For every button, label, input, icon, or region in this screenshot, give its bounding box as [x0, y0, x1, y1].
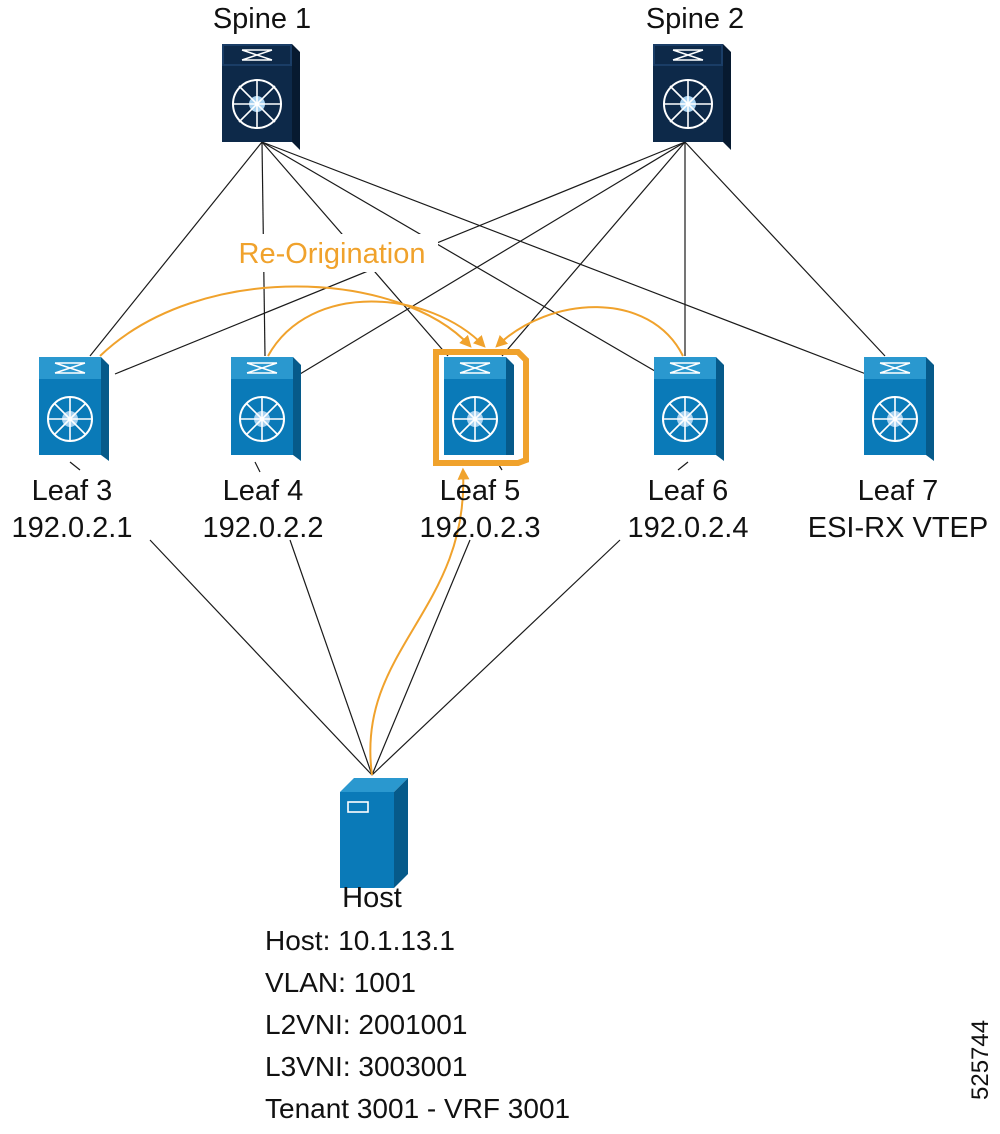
- arrow-host-to-leaf5: [369, 467, 470, 776]
- link-leaf3-tick: [69, 461, 81, 471]
- nexus-switch-icon: [231, 357, 301, 461]
- host-tenant-vrf: Tenant 3001 - VRF 3001: [265, 1093, 570, 1124]
- link-leaf3-host: [149, 539, 373, 776]
- leaf-4-ip: 192.0.2.2: [203, 512, 324, 544]
- leaf-6-ip: 192.0.2.4: [628, 512, 749, 544]
- spine-1-label: Spine 1: [213, 3, 311, 35]
- link-spine1-leaf7: [261, 141, 867, 375]
- leaf-7: Leaf 7 ESI-RX VTEP: [808, 357, 989, 544]
- leaf-5-label: Leaf 5: [440, 475, 521, 507]
- nexus-switch-icon: [654, 357, 724, 461]
- link-spine1-leaf6: [261, 141, 661, 375]
- link-leaf5-host: [371, 539, 471, 776]
- leaf-5-ip: 192.0.2.3: [420, 512, 541, 544]
- arrow-leaf6-to-leaf5: [495, 306, 684, 357]
- host-address: Host: 10.1.13.1: [265, 925, 455, 956]
- leaf-6: Leaf 6 192.0.2.4: [628, 357, 749, 544]
- host-label: Host: [342, 882, 402, 914]
- fabric-links: [89, 141, 886, 375]
- leaf-7-label: Leaf 7: [858, 475, 939, 507]
- nexus-switch-icon: [864, 357, 934, 461]
- server-icon: [340, 778, 408, 888]
- nexus-switch-icon: [39, 357, 109, 461]
- host-l2vni: L2VNI: 2001001: [265, 1009, 467, 1040]
- link-leaf6-tick: [677, 461, 689, 471]
- leaf-3-ip: 192.0.2.1: [12, 512, 133, 544]
- leaf-7-role: ESI-RX VTEP: [808, 512, 989, 544]
- link-spine2-leaf7: [684, 141, 886, 357]
- leaf-4: Leaf 4 192.0.2.2: [203, 357, 324, 544]
- host-vlan: VLAN: 1001: [265, 967, 416, 998]
- spine-2-label: Spine 2: [646, 3, 744, 35]
- link-spine2-leaf5: [501, 141, 686, 357]
- annotation-backdrop: [226, 234, 438, 272]
- arrow-leaf3-to-leaf5: [99, 285, 472, 357]
- leaf-5: Leaf 5 192.0.2.3: [420, 349, 541, 544]
- spine-1: Spine 1: [213, 3, 311, 150]
- leaf-6-label: Leaf 6: [648, 475, 729, 507]
- nexus-switch-icon: [653, 44, 731, 150]
- highlight-frame: [433, 349, 529, 466]
- host: Host Host: 10.1.13.1 VLAN: 1001 L2VNI: 2…: [265, 778, 570, 1124]
- re-origination-label: Re-Origination: [239, 238, 426, 270]
- host-links: [69, 461, 689, 776]
- link-spine2-leaf4: [299, 141, 686, 375]
- link-leaf4-tick: [254, 461, 261, 473]
- nexus-switch-icon: [444, 357, 514, 455]
- spine-2: Spine 2: [646, 3, 744, 150]
- link-leaf6-host: [371, 539, 621, 776]
- figure-id: 525744: [967, 1020, 994, 1100]
- leaf-3: Leaf 3 192.0.2.1: [12, 357, 133, 544]
- leaf-4-label: Leaf 4: [223, 475, 304, 507]
- link-leaf4-host: [289, 539, 373, 776]
- arrow-leaf4-to-leaf5: [267, 300, 486, 357]
- re-origination-arrows: [99, 285, 684, 776]
- host-l3vni: L3VNI: 3003001: [265, 1051, 467, 1082]
- link-spine1-leaf3: [89, 141, 263, 357]
- nexus-switch-icon: [222, 44, 300, 150]
- leaf-3-label: Leaf 3: [32, 475, 113, 507]
